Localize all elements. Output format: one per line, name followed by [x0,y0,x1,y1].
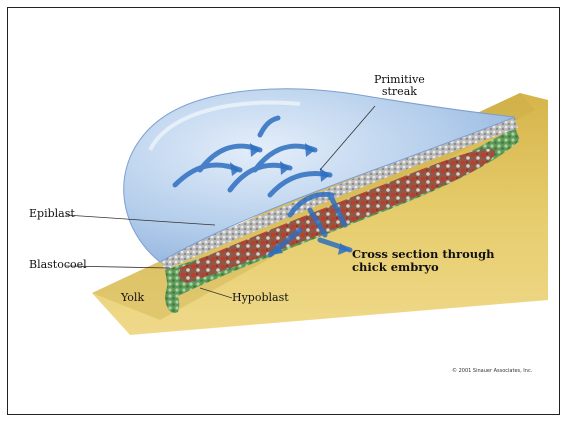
caption: Cross section through chick embryo [352,248,495,273]
label-yolk: Yolk [121,292,144,304]
label-blastocoel: Blastocoel [29,259,87,271]
caption-line1: Cross section through [352,248,495,261]
caption-line2: chick embryo [352,261,495,274]
label-hypoblast: Hypoblast [232,292,289,304]
label-primitive-streak: Primitive streak [374,74,425,98]
label-primitive-streak-line2: streak [374,86,425,98]
copyright-credit: © 2001 Sinauer Associates, Inc. [452,368,532,374]
label-epiblast: Epiblast [29,208,75,220]
